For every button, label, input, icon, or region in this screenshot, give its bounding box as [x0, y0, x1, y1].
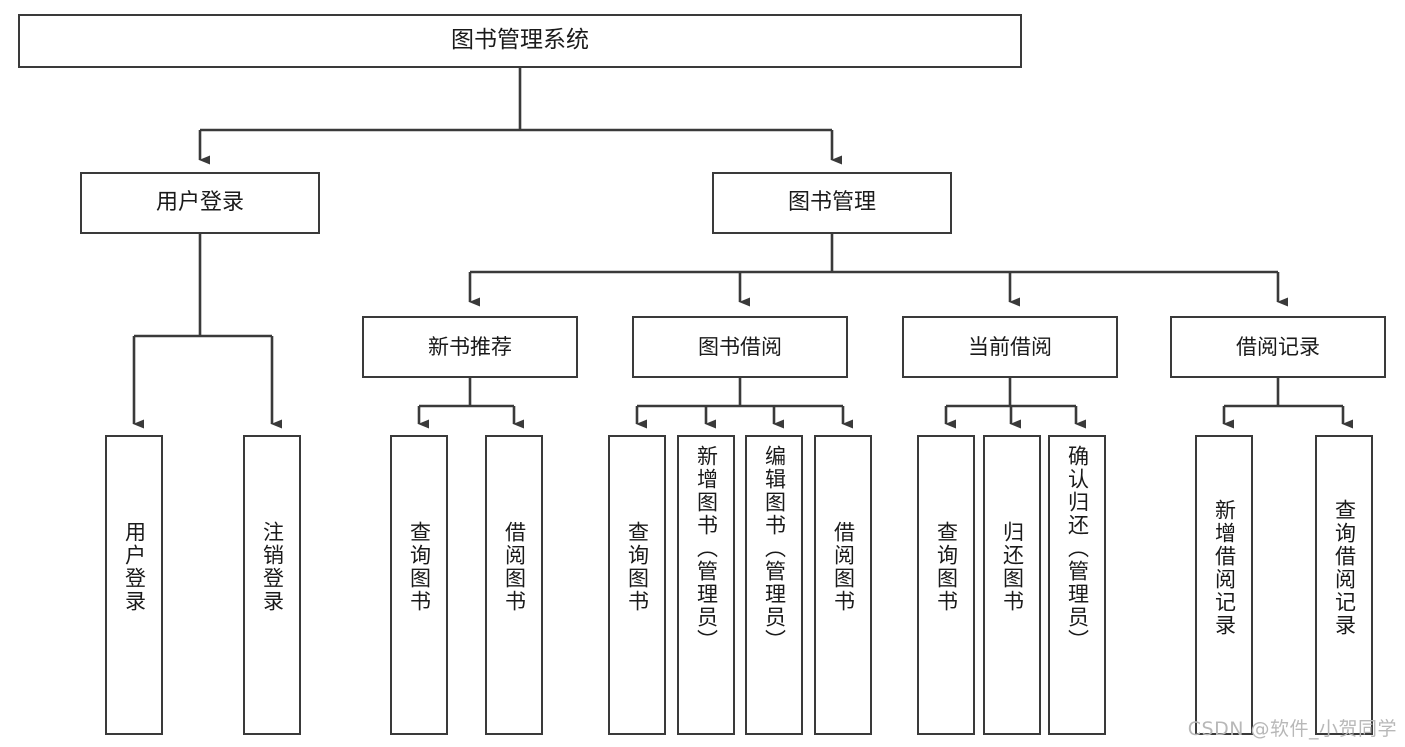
node-leaf-borrow-book-1[interactable]: 借阅图书 — [485, 435, 543, 735]
node-leaf-query-book-1-label: 查询图书 — [407, 521, 432, 613]
node-user-login[interactable]: 用户登录 — [80, 172, 320, 234]
node-leaf-query-book-3-label: 查询图书 — [934, 521, 959, 613]
node-leaf-confirm-return[interactable]: 确认归还（管理员） — [1048, 435, 1106, 735]
node-leaf-return-book-label: 归还图书 — [1000, 521, 1025, 613]
node-new-book-recommend[interactable]: 新书推荐 — [362, 316, 578, 378]
node-user-login-label: 用户登录 — [155, 190, 244, 216]
node-leaf-query-book-3[interactable]: 查询图书 — [917, 435, 975, 735]
node-leaf-borrow-book-2[interactable]: 借阅图书 — [814, 435, 872, 735]
csdn-watermark: CSDN @软件_小贺同学 — [1187, 718, 1397, 740]
node-new-book-recommend-label: 新书推荐 — [428, 334, 512, 359]
node-leaf-add-book[interactable]: 新增图书（管理员） — [677, 435, 735, 735]
node-leaf-borrow-book-2-label: 借阅图书 — [831, 521, 856, 613]
node-book-borrow-label: 图书借阅 — [698, 334, 782, 359]
node-borrow-record[interactable]: 借阅记录 — [1170, 316, 1386, 378]
node-leaf-add-record-label: 新增借阅记录 — [1212, 499, 1237, 637]
node-leaf-logout[interactable]: 注销登录 — [243, 435, 301, 735]
node-leaf-query-book-2[interactable]: 查询图书 — [608, 435, 666, 735]
node-book-manage-label: 图书管理 — [787, 190, 876, 216]
node-book-borrow[interactable]: 图书借阅 — [632, 316, 848, 378]
node-current-borrow-label: 当前借阅 — [968, 334, 1052, 359]
node-leaf-user-login[interactable]: 用户登录 — [105, 435, 163, 735]
node-leaf-logout-label: 注销登录 — [260, 521, 285, 613]
node-leaf-add-book-label: 新增图书（管理员） — [694, 445, 719, 652]
node-leaf-add-record[interactable]: 新增借阅记录 — [1195, 435, 1253, 735]
node-leaf-query-book-2-label: 查询图书 — [625, 521, 650, 613]
node-leaf-return-book[interactable]: 归还图书 — [983, 435, 1041, 735]
node-leaf-user-login-label: 用户登录 — [122, 521, 147, 613]
node-book-manage[interactable]: 图书管理 — [712, 172, 952, 234]
node-leaf-confirm-return-label: 确认归还（管理员） — [1065, 445, 1090, 652]
node-root-system-label: 图书管理系统 — [451, 27, 589, 54]
node-leaf-borrow-book-1-label: 借阅图书 — [502, 521, 527, 613]
node-leaf-edit-book-label: 编辑图书（管理员） — [762, 445, 787, 652]
node-root-system[interactable]: 图书管理系统 — [18, 14, 1022, 68]
node-leaf-query-record-label: 查询借阅记录 — [1332, 499, 1357, 637]
node-leaf-query-book-1[interactable]: 查询图书 — [390, 435, 448, 735]
node-current-borrow[interactable]: 当前借阅 — [902, 316, 1118, 378]
node-leaf-edit-book[interactable]: 编辑图书（管理员） — [745, 435, 803, 735]
node-borrow-record-label: 借阅记录 — [1236, 334, 1320, 359]
node-leaf-query-record[interactable]: 查询借阅记录 — [1315, 435, 1373, 735]
